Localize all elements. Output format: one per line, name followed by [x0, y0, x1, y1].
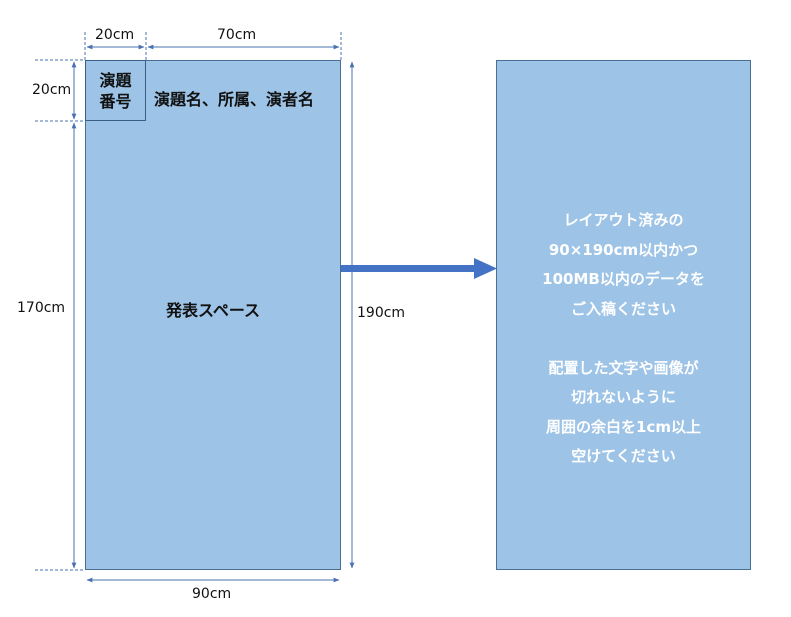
presentation-space-label: 発表スペース — [165, 301, 261, 320]
abstract-number-label: 演題 番号 — [85, 70, 146, 112]
note-line: 切れないように — [571, 388, 676, 406]
dim-190cm-right: 190cm — [357, 305, 406, 321]
note-line: 90×190cm以内かつ — [548, 240, 699, 259]
upload-instructions-text: レイアウト済みの 90×190cm以内かつ 100MB以内のデータを ご入稿くだ… — [496, 206, 751, 472]
title-affiliation-presenter-label: 演題名、所属、演者名 — [154, 90, 315, 109]
abstract-number-line2: 番号 — [99, 92, 132, 111]
dim-20cm-left: 20cm — [32, 82, 72, 98]
abstract-number-line1: 演題 — [99, 71, 132, 90]
note-line: 配置した文字や画像が — [548, 358, 699, 377]
dim-170cm-left: 170cm — [17, 300, 66, 316]
dim-70cm-top: 70cm — [217, 27, 257, 43]
dim-20cm-top: 20cm — [95, 27, 135, 43]
abstract-number-box — [85, 60, 146, 121]
note-line: 空けてください — [571, 447, 676, 465]
note-line: ご入稿ください — [570, 299, 676, 318]
note-spacer — [496, 324, 751, 354]
note-line: レイアウト済みの — [563, 211, 684, 229]
note-line: 周囲の余白を1cm以上 — [546, 417, 701, 436]
dim-90cm-bottom: 90cm — [192, 586, 232, 602]
poster-space-panel — [85, 60, 341, 570]
note-line: 100MB以内のデータを — [542, 270, 705, 288]
upload-instructions-panel — [496, 60, 751, 570]
right-arrow-icon — [341, 258, 497, 279]
